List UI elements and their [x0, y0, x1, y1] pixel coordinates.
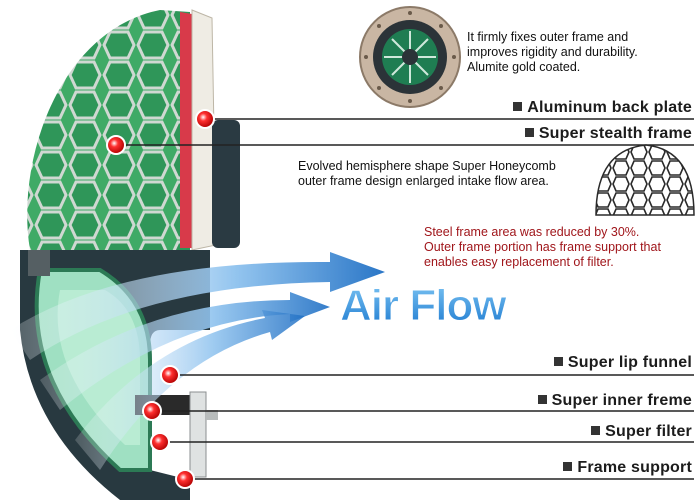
back-plate-description: It firmly fixes outer frame and improves… [467, 30, 638, 75]
filter-dome [27, 10, 190, 250]
bullet-square-icon [524, 128, 534, 137]
bullet-square-icon [553, 357, 563, 366]
honeycomb-thumbnail [595, 144, 695, 216]
steel-frame-line-2: Outer frame portion has frame support th… [424, 240, 661, 254]
steel-frame-description: Steel frame area was reduced by 30%. Out… [424, 225, 661, 270]
callout-label: Aluminum back plate [527, 99, 692, 116]
callout-super-lip-funnel: Super lip funnel [553, 354, 692, 372]
callout-frame-support: Frame support [563, 459, 692, 477]
steel-frame-line-3: enables easy replacement of filter. [424, 255, 614, 269]
callout-label: Frame support [577, 459, 692, 476]
airflow-text: Air Flow [340, 281, 507, 330]
steel-frame-line-1: Steel frame area was reduced by 30%. [424, 225, 640, 239]
airflow-arrow-1 [10, 252, 385, 360]
leader-lines [116, 118, 694, 480]
honeycomb-line-2: outer frame design enlarged intake flow … [298, 174, 549, 188]
callout-super-filter: Super filter [591, 423, 692, 441]
bullet-square-icon [537, 395, 547, 404]
callout-label: Super filter [605, 423, 692, 440]
back-plate-line-2: improves rigidity and durability. [467, 45, 638, 59]
marker-dots [106, 109, 215, 489]
bullet-square-icon [563, 462, 573, 471]
bullet-square-icon [591, 426, 601, 435]
callout-label: Super lip funnel [567, 354, 692, 371]
callout-label: Super inner freme [551, 392, 692, 409]
airflow-arrow-2 [40, 292, 330, 410]
honeycomb-description: Evolved hemisphere shape Super Honeycomb… [298, 159, 556, 189]
callout-aluminum-back-plate: Aluminum back plate [513, 99, 692, 117]
callout-label: Super stealth frame [538, 125, 692, 142]
callout-super-inner-freme: Super inner freme [537, 392, 692, 410]
honeycomb-line-1: Evolved hemisphere shape Super Honeycomb [298, 159, 556, 173]
back-plate-line-3: Alumite gold coated. [467, 60, 581, 74]
airflow-arrow-3 [75, 310, 305, 470]
bullet-square-icon [513, 102, 523, 111]
back-plate-thumbnail [359, 6, 461, 108]
callout-super-stealth-frame: Super stealth frame [524, 125, 692, 143]
back-plate-line-1: It firmly fixes outer frame and [467, 30, 629, 44]
